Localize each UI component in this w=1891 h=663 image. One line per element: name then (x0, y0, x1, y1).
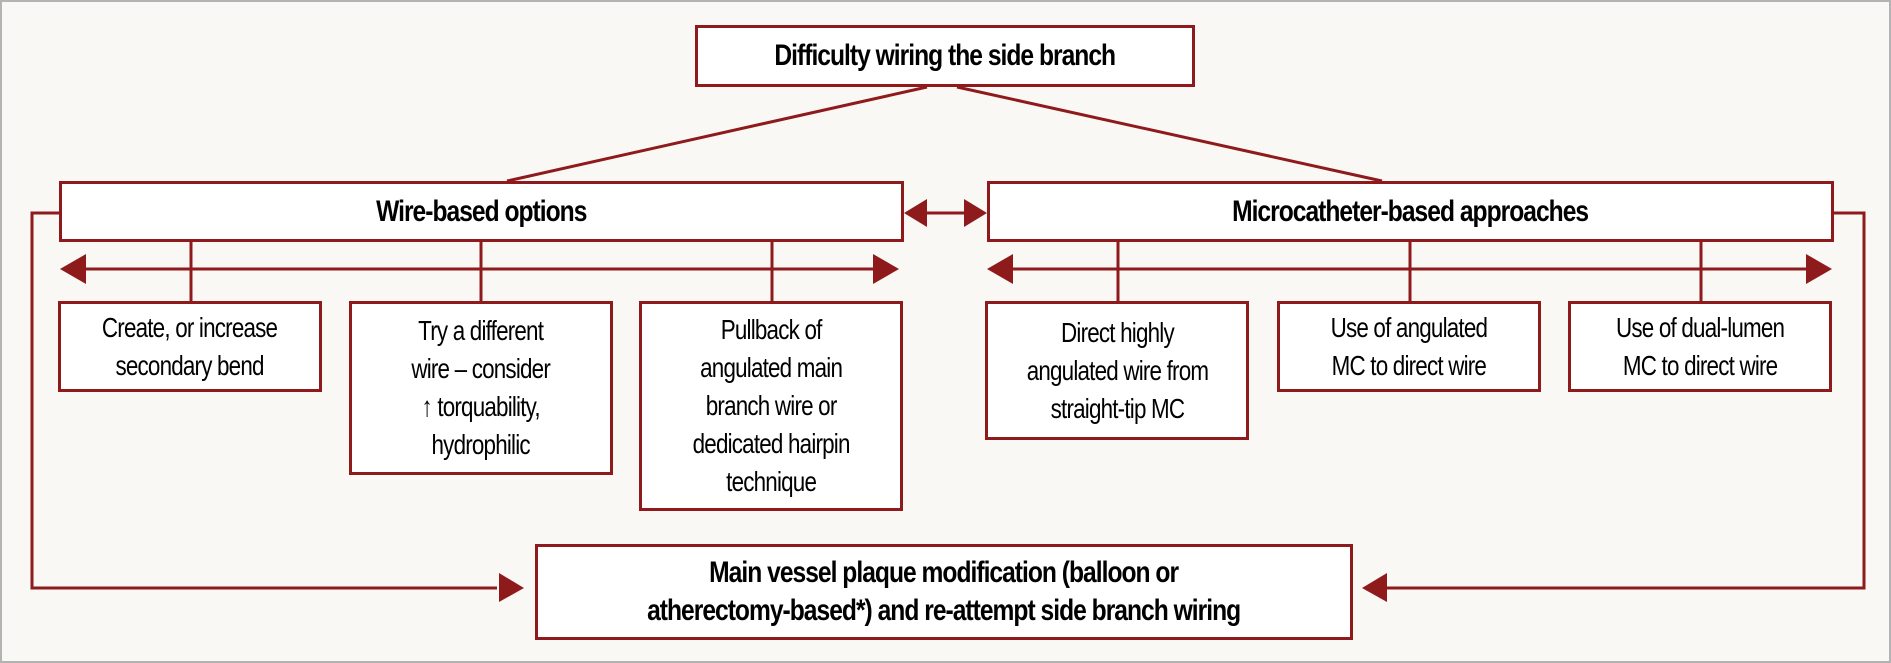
option-label: Pullback of angulated main branch wire o… (692, 314, 850, 497)
arrowhead-mc-span-left (987, 254, 1013, 284)
arrowhead-wire-to-final (499, 573, 524, 602)
arrowhead-between-left (904, 199, 927, 227)
arrowhead-wire-span-right (873, 254, 899, 284)
option-secondary-bend: Create, or increase secondary bend (58, 301, 322, 392)
arrowhead-mc-to-final (1362, 573, 1387, 602)
option-dual-lumen-mc: Use of dual-lumen MC to direct wire (1568, 301, 1832, 392)
connector-mc-to-final (1387, 211, 1866, 590)
root-label: Difficulty wiring the side branch (774, 39, 1117, 72)
final-label: Main vessel plaque modification (balloon… (647, 556, 1241, 627)
category-wire-based-label: Wire-based options (376, 194, 587, 228)
category-microcatheter-based-label: Microcatheter-based approaches (1232, 194, 1589, 228)
option-pullback-hairpin: Pullback of angulated main branch wire o… (639, 301, 903, 511)
arrowhead-between-right (964, 199, 987, 227)
root-node: Difficulty wiring the side branch (695, 25, 1195, 87)
option-label: Use of dual-lumen MC to direct wire (1615, 311, 1785, 381)
connector-root-to-wire (506, 85, 928, 183)
connector-root-to-mc (956, 85, 1383, 183)
category-microcatheter-based: Microcatheter-based approaches (987, 181, 1834, 242)
option-angulated-mc: Use of angulated MC to direct wire (1277, 301, 1541, 392)
option-label: Use of angulated MC to direct wire (1330, 311, 1488, 381)
option-label: Try a different wire – consider ↑ torqua… (411, 315, 551, 460)
arrowhead-wire-span-left (60, 254, 86, 284)
option-label: Create, or increase secondary bend (102, 311, 278, 381)
option-different-wire: Try a different wire – consider ↑ torqua… (349, 301, 613, 475)
option-straight-tip-mc: Direct highly angulated wire from straig… (985, 301, 1249, 440)
connector-wire-to-final (30, 211, 497, 590)
option-label: Direct highly angulated wire from straig… (1026, 316, 1208, 424)
arrowhead-mc-span-right (1806, 254, 1832, 284)
category-wire-based: Wire-based options (59, 181, 904, 242)
final-node: Main vessel plaque modification (balloon… (535, 544, 1353, 640)
